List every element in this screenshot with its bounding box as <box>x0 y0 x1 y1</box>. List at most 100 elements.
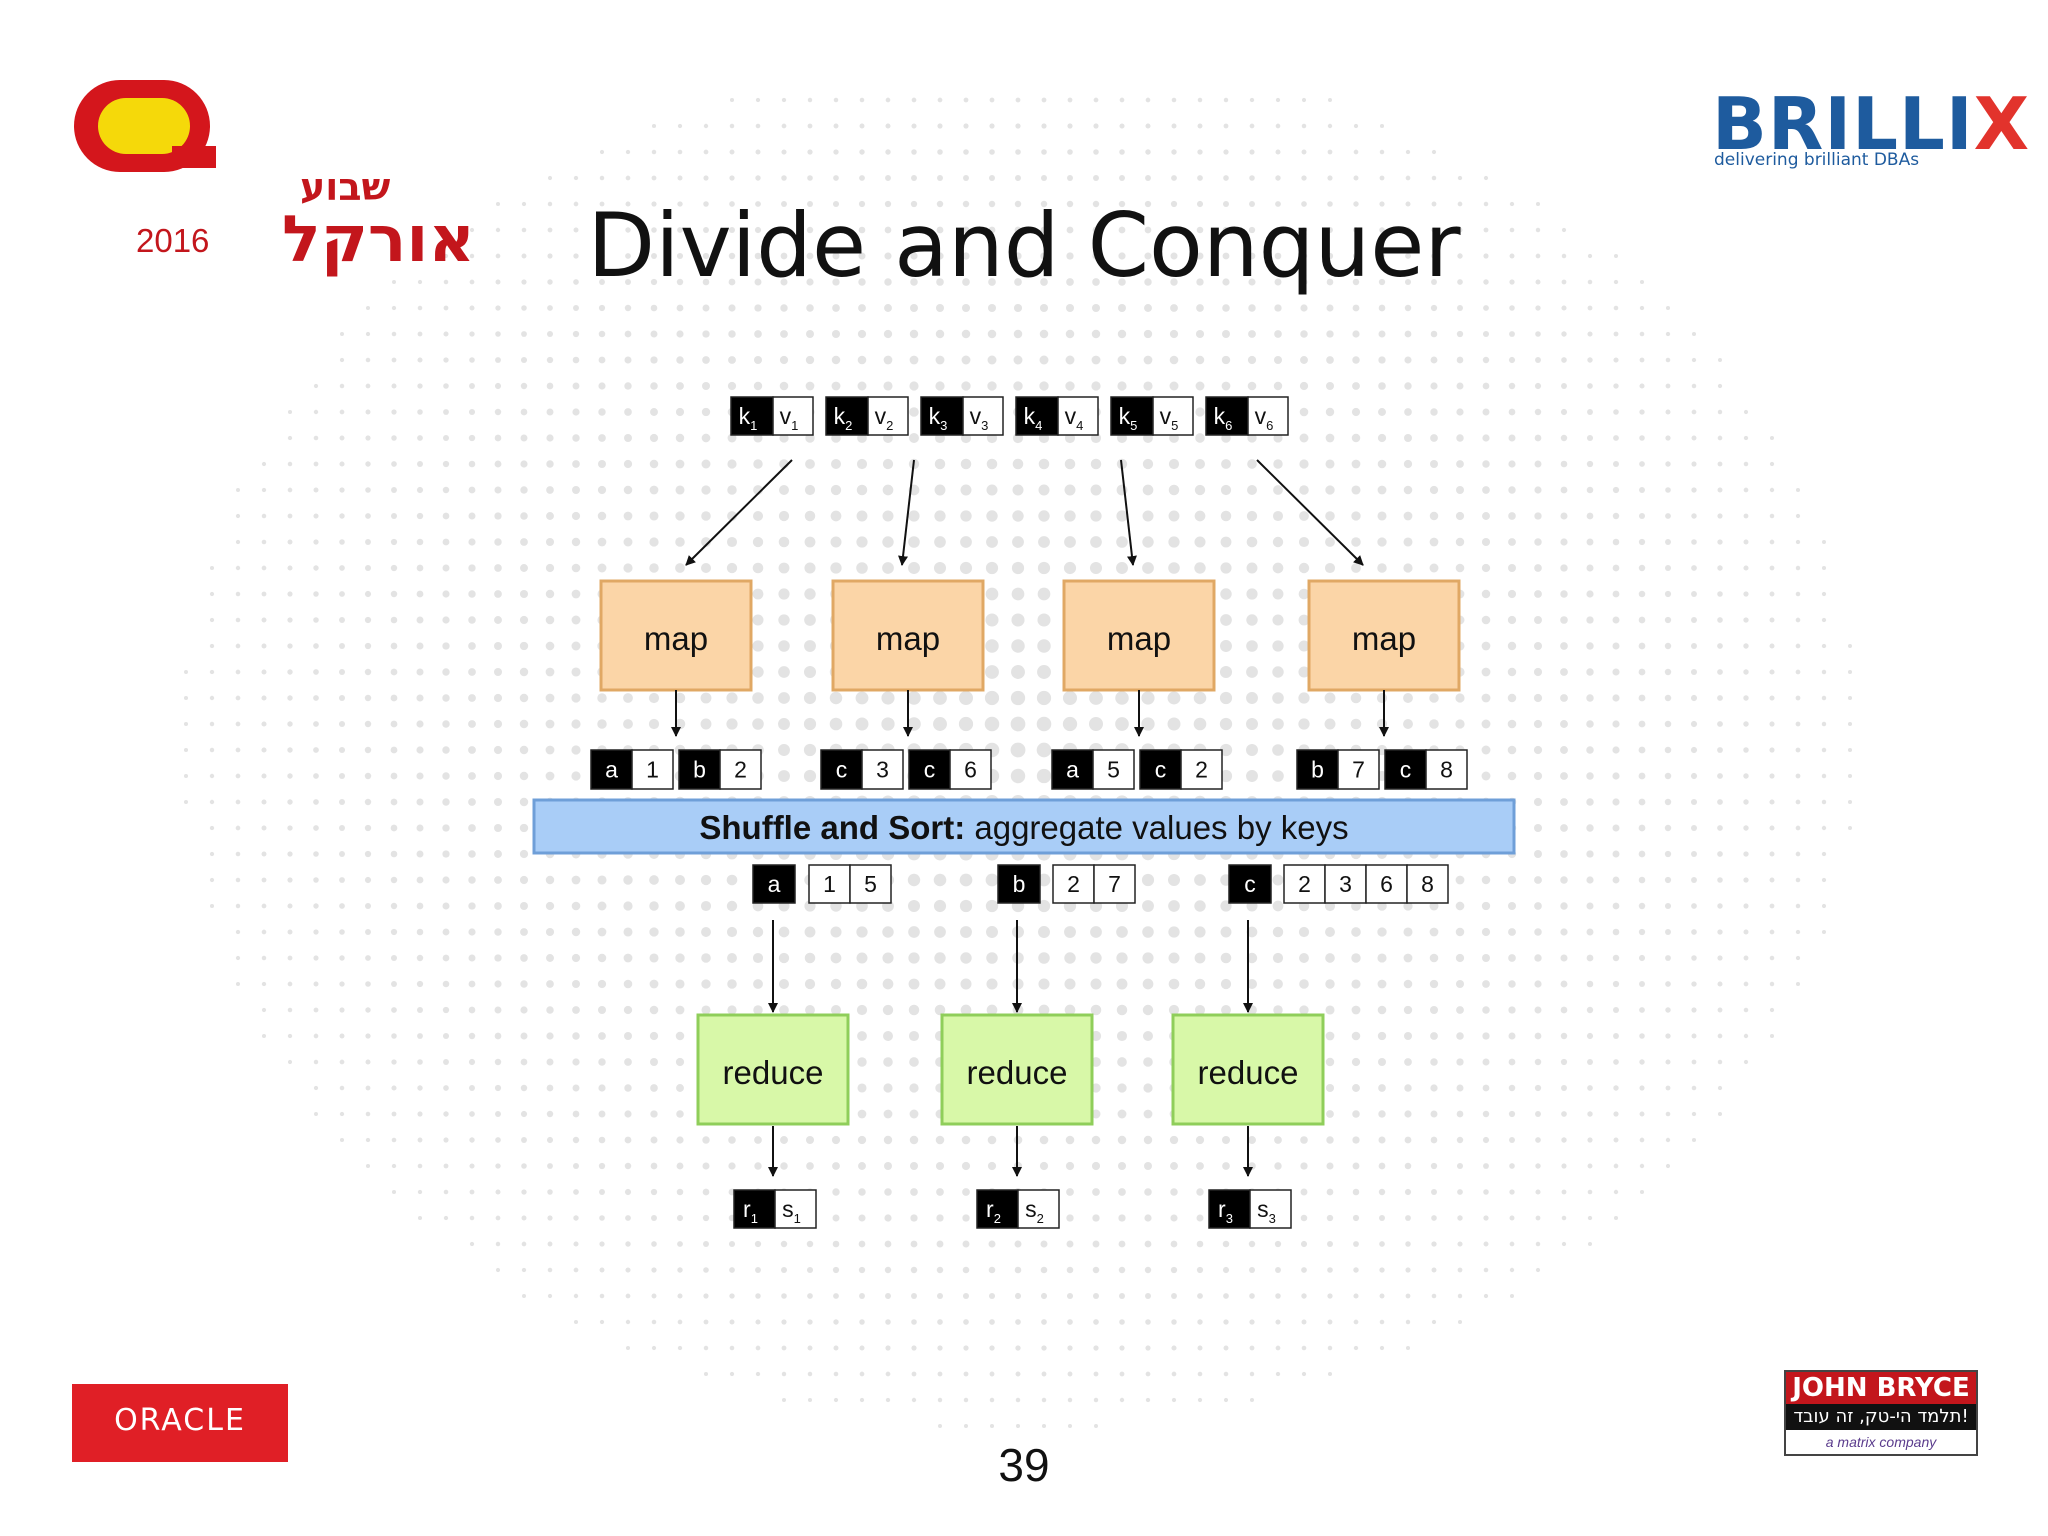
background-dot <box>960 536 972 548</box>
background-dot <box>1037 561 1051 575</box>
background-dot <box>416 980 424 988</box>
background-dot <box>1508 954 1516 962</box>
background-dot <box>1248 226 1256 234</box>
background-dot <box>519 771 529 781</box>
background-dot <box>1117 355 1127 365</box>
background-dot <box>1064 1004 1076 1016</box>
background-dot <box>651 1241 657 1247</box>
background-dot <box>1041 149 1047 155</box>
background-dot <box>780 252 788 260</box>
background-dot <box>1041 97 1047 103</box>
background-dot <box>1587 1189 1593 1195</box>
background-dot <box>547 227 553 233</box>
background-dot <box>676 1136 684 1144</box>
background-dot <box>1691 539 1697 545</box>
background-dot <box>495 1241 501 1247</box>
background-dot <box>1795 929 1801 935</box>
background-dot <box>962 1240 970 1248</box>
background-dot <box>1665 383 1671 389</box>
background-dot <box>1089 691 1103 705</box>
background-dot <box>1743 695 1749 701</box>
background-dot <box>1691 1059 1697 1065</box>
background-dot <box>1717 747 1723 753</box>
background-dot <box>209 617 215 623</box>
background-dot <box>778 692 790 704</box>
background-dot <box>261 981 267 987</box>
background-dot <box>313 669 319 675</box>
background-dot <box>804 952 816 964</box>
background-dot <box>1769 513 1775 519</box>
background-dot <box>1639 305 1645 311</box>
background-dot <box>858 278 866 286</box>
background-dot <box>599 175 605 181</box>
background-dot <box>1457 1267 1463 1273</box>
background-dot <box>754 304 762 312</box>
background-dot <box>1168 510 1180 522</box>
background-dot <box>1404 382 1412 390</box>
background-dot <box>856 510 868 522</box>
background-dot <box>468 590 476 598</box>
background-dot <box>1535 253 1541 259</box>
background-dot <box>1717 773 1723 779</box>
background-dot <box>1141 691 1155 705</box>
background-dot <box>623 1031 633 1041</box>
background-dot <box>520 356 528 364</box>
background-dot <box>1119 1319 1125 1325</box>
background-dot <box>1664 824 1672 832</box>
background-dot <box>1041 1345 1047 1351</box>
background-dot <box>442 1032 450 1040</box>
background-dot <box>1612 902 1620 910</box>
background-dot <box>727 511 737 521</box>
map-box-2 <box>831 579 985 692</box>
background-dot <box>1378 1188 1386 1196</box>
background-dot <box>933 691 947 705</box>
background-dot <box>1064 484 1076 496</box>
background-dot <box>962 226 970 234</box>
background-dot <box>1093 1319 1099 1325</box>
background-dot <box>1168 978 1180 990</box>
background-dot <box>728 278 736 286</box>
background-dot <box>571 719 581 729</box>
background-dot <box>830 536 842 548</box>
background-dot <box>1717 617 1723 623</box>
background-dot <box>729 97 735 103</box>
background-dot <box>936 226 944 234</box>
background-dot <box>909 1135 919 1145</box>
background-dot <box>1534 564 1542 572</box>
background-dot <box>857 1109 867 1119</box>
background-dot <box>1352 304 1360 312</box>
background-dot <box>599 279 605 285</box>
background-dot <box>1093 97 1099 103</box>
background-dot <box>830 926 842 938</box>
background-dot <box>988 1266 996 1274</box>
background-dot <box>313 617 319 623</box>
background-dot <box>598 1058 606 1066</box>
background-dot <box>493 667 503 677</box>
background-dot <box>1352 1214 1360 1222</box>
background-dot <box>1274 330 1282 338</box>
background-dot <box>1249 175 1255 181</box>
background-dot <box>1063 561 1077 575</box>
background-dot <box>1664 798 1672 806</box>
background-dot <box>1353 227 1359 233</box>
background-dot <box>339 539 345 545</box>
background-dot <box>804 562 816 574</box>
background-dot <box>1821 643 1827 649</box>
background-dot <box>1535 1189 1541 1195</box>
background-dot <box>1430 1084 1438 1092</box>
background-dot <box>935 355 945 365</box>
background-dot <box>1353 1293 1359 1299</box>
background-dot <box>1144 1240 1152 1248</box>
background-dot <box>650 1162 658 1170</box>
background-dot <box>1457 1319 1463 1325</box>
background-dot <box>494 512 502 520</box>
background-dot <box>1167 691 1181 705</box>
background-dot <box>313 1085 319 1091</box>
background-dot <box>1664 902 1672 910</box>
background-dot <box>313 565 319 571</box>
background-dot <box>1533 797 1543 807</box>
background-dot <box>599 1215 605 1221</box>
background-dot <box>1743 721 1749 727</box>
background-dot <box>677 1293 683 1299</box>
background-dot <box>1560 590 1568 598</box>
